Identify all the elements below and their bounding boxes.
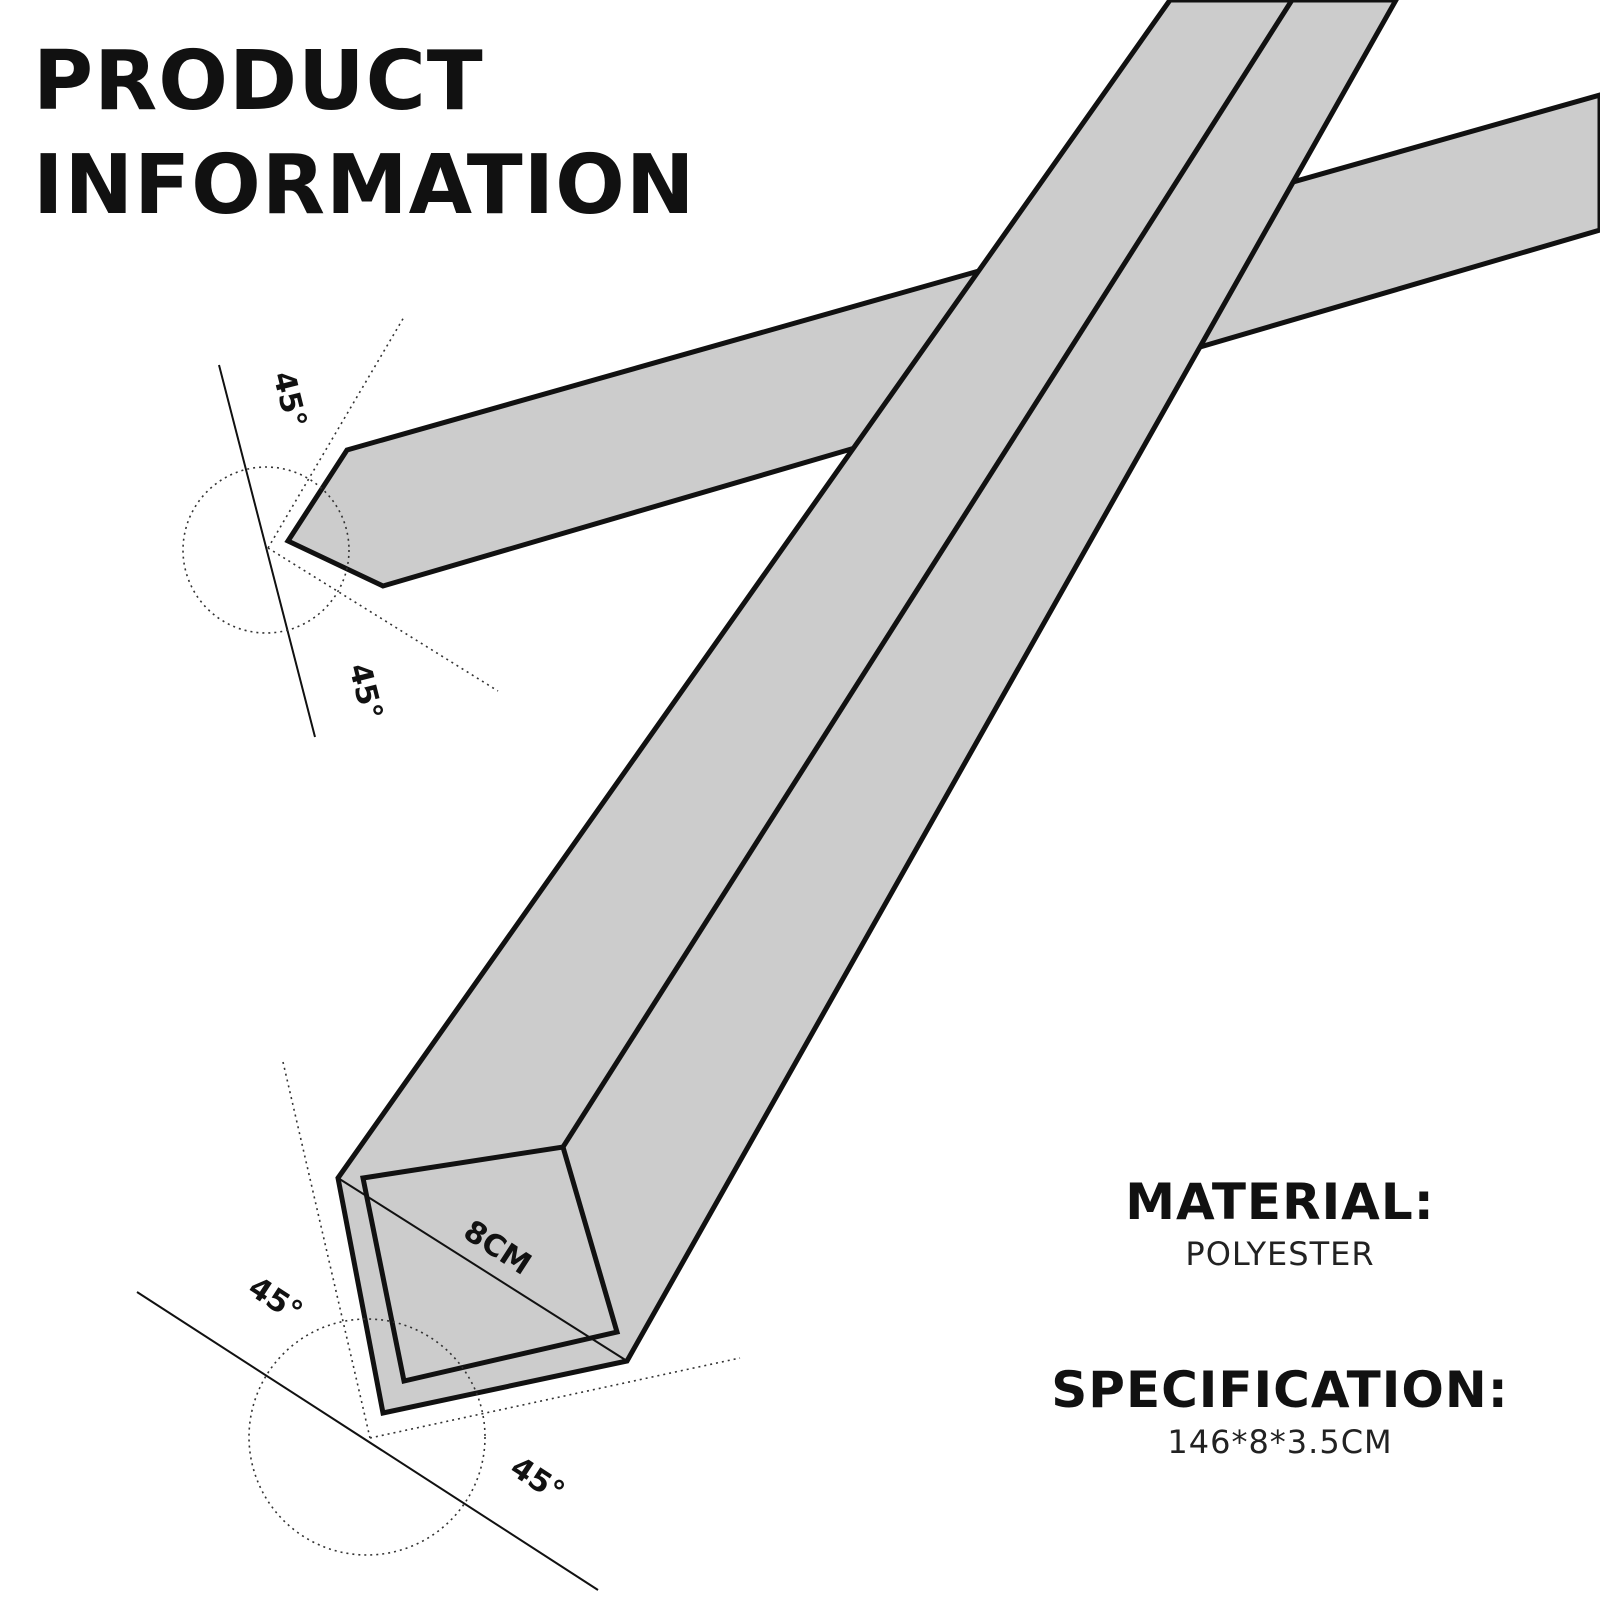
specification-value: 146*8*3.5CM (1167, 1423, 1393, 1461)
angle-guide-line-top-1 (267, 316, 405, 549)
material-block: MATERIAL: POLYESTER (1020, 1172, 1540, 1276)
wide-blade-tip-face (360, 1144, 621, 1385)
angle-axis-line-bottom (136, 1291, 599, 1591)
width-measure-line (337, 1177, 628, 1362)
title-line-2: INFORMATION (33, 138, 696, 233)
angle-label-bottom-1: 45° (242, 1270, 309, 1330)
material-label: MATERIAL: (1125, 1173, 1435, 1231)
specification-label: SPECIFICATION: (1051, 1361, 1509, 1419)
angle-label-top-1: 45° (265, 368, 313, 432)
page-title: PRODUCT INFORMATION (33, 30, 695, 238)
angle-guide-line-bottom-1 (282, 1061, 371, 1439)
angle-circle-top (182, 466, 350, 634)
angle-label-top-2: 45° (341, 660, 389, 724)
angle-circle-bottom (248, 1318, 486, 1556)
angle-axis-line-top (218, 364, 316, 738)
specification-block: SPECIFICATION: 146*8*3.5CM (1020, 1360, 1540, 1464)
angle-label-bottom-2: 45° (504, 1450, 571, 1510)
wide-blade (335, 0, 1399, 1416)
wide-blade-fold-line (560, 0, 1295, 1149)
title-line-1: PRODUCT (33, 34, 484, 129)
material-value: POLYESTER (1185, 1235, 1375, 1273)
